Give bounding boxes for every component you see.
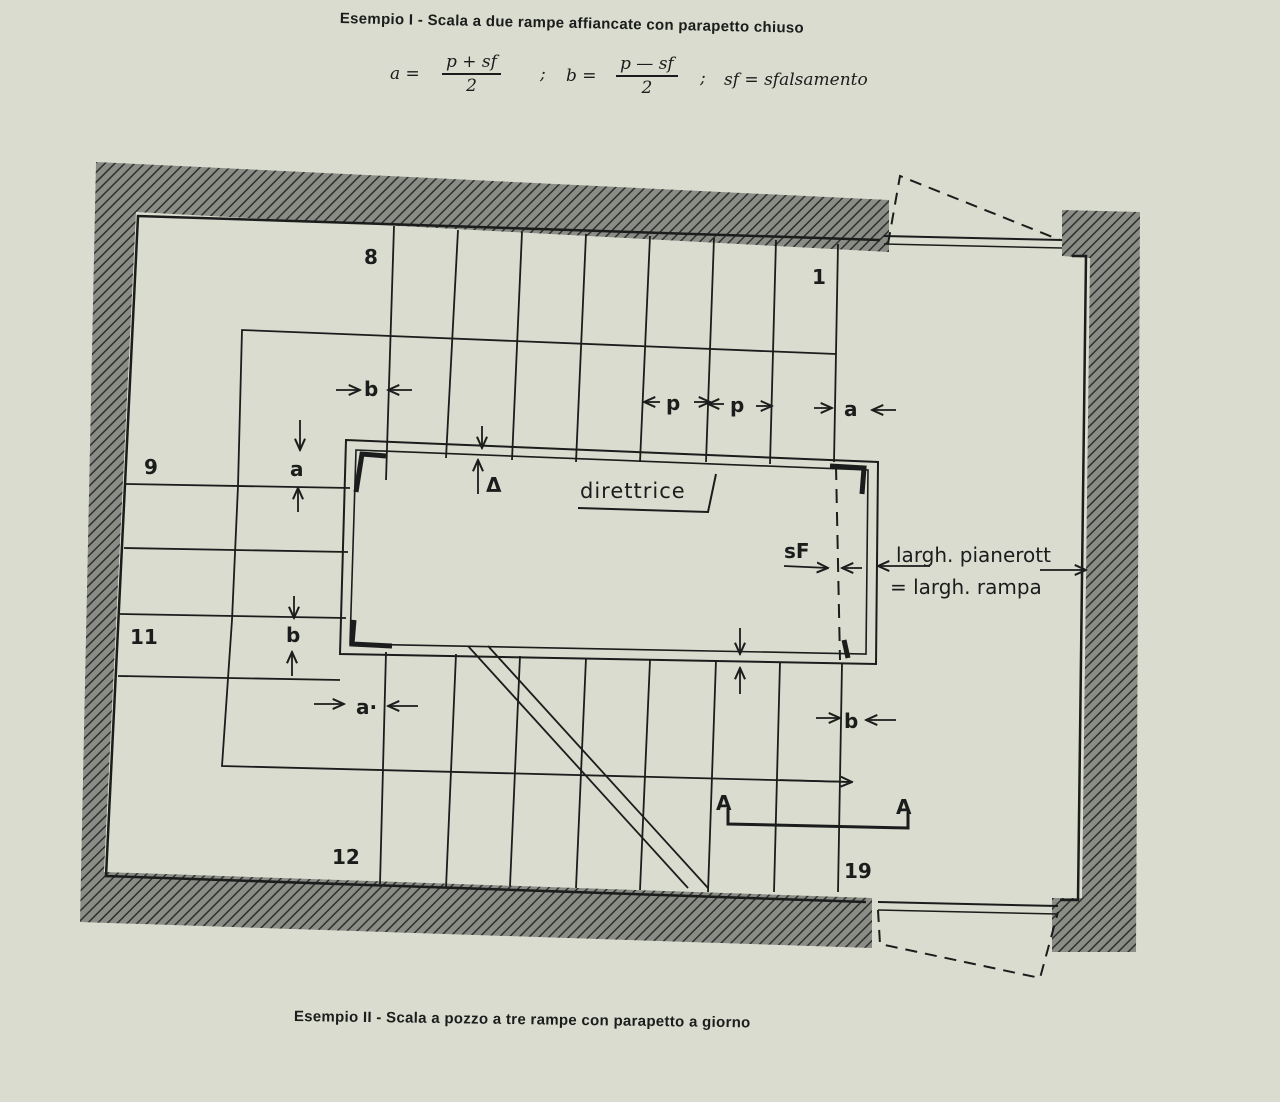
corner-mark <box>829 463 867 495</box>
dim-sf-1 <box>783 566 828 568</box>
riser <box>833 243 839 463</box>
step-number-11: 11 <box>130 625 158 649</box>
section-line-a-a <box>726 808 910 830</box>
left-flight <box>117 483 851 783</box>
wall-left-top-bottom <box>80 162 889 948</box>
dim-label-b-top: b <box>364 377 378 401</box>
wall-right <box>1052 210 1140 952</box>
well-outer <box>338 438 880 666</box>
riser <box>445 653 457 889</box>
wall-inner-line-right <box>1060 254 1088 902</box>
formula-b-lhs: b = <box>566 66 597 86</box>
step-number-8: 8 <box>364 245 378 269</box>
dim-label-a-bottom: a· <box>356 695 377 719</box>
door-opening-top <box>883 235 1063 241</box>
riser <box>639 659 651 891</box>
dim-label-p-1: p <box>666 391 680 415</box>
riser <box>575 657 587 889</box>
step-number-1: 1 <box>812 265 826 289</box>
formula-a-denominator: 2 <box>466 76 477 96</box>
dim-label-b-bottom: b <box>844 709 858 733</box>
landing-edge-top <box>237 329 837 487</box>
door-swing-top <box>887 174 1061 245</box>
guide-underline <box>577 473 717 514</box>
step-number-19: 19 <box>844 859 872 883</box>
formula-sf-definition: sf = sfalsamento <box>724 70 868 90</box>
formula-separator-1: ; <box>540 64 546 84</box>
dim-label-a-top: a <box>844 397 858 421</box>
formula: a = p + sf 2 ; b = p — sf 2 ; sf = sfals… <box>390 52 910 112</box>
riser <box>837 663 843 893</box>
formula-a-numerator: p + sf <box>442 52 501 75</box>
dim-label-p-2: p <box>730 393 744 417</box>
drawing-labels: 1 8 9 11 12 19 b p p a a b a· b sF Δ dir… <box>130 245 1051 883</box>
riser <box>385 225 395 481</box>
wall-inner-line <box>104 214 881 904</box>
riser <box>379 651 387 885</box>
formula-separator-2: ; <box>700 68 706 88</box>
corner-mark <box>841 639 851 659</box>
sf-dashed-line <box>835 465 841 661</box>
section-label-right: A <box>896 795 912 819</box>
riser <box>511 231 523 461</box>
dim-label-a-left: a <box>290 457 304 481</box>
riser <box>705 237 715 463</box>
delta-symbol: Δ <box>486 473 502 497</box>
corner-mark <box>353 451 387 493</box>
arrow-guide-end <box>779 780 852 782</box>
formula-b-numerator: p — sf <box>616 54 678 77</box>
step-number-9: 9 <box>144 455 158 479</box>
formula-b-fraction: p — sf 2 <box>616 54 678 98</box>
riser <box>639 235 651 463</box>
dim-label-b-left: b <box>286 623 300 647</box>
step-number-12: 12 <box>332 845 360 869</box>
landing-edge-left <box>221 485 851 783</box>
well-inner <box>349 449 869 655</box>
corner-mark <box>349 619 393 649</box>
top-flight <box>237 225 839 487</box>
formula-a-lhs: a = <box>390 64 420 84</box>
riser <box>445 229 459 459</box>
door-swing-bottom <box>877 909 1059 980</box>
riser <box>773 661 781 893</box>
bottom-flight <box>379 645 852 893</box>
riser <box>509 655 521 887</box>
landing-width-label-2: = largh. rampa <box>890 575 1042 599</box>
door-opening-bottom <box>877 901 1059 907</box>
guide-label: direttrice <box>580 479 686 503</box>
riser <box>707 659 717 893</box>
stair-well <box>338 438 880 666</box>
door-opening-bottom-2 <box>877 909 1059 915</box>
riser <box>575 233 587 463</box>
dim-label-sf: sF <box>784 539 810 563</box>
diagonal-winder <box>467 645 709 889</box>
dimension-arrows <box>292 390 1086 830</box>
formula-a-fraction: p + sf 2 <box>442 52 501 96</box>
tread <box>117 675 341 681</box>
wall-outline <box>80 162 1140 980</box>
section-label-left: A <box>716 791 732 815</box>
door-opening-top-2 <box>883 243 1063 249</box>
landing-width-label-1: largh. pianerott <box>896 543 1051 567</box>
formula-b-denominator: 2 <box>641 78 653 98</box>
